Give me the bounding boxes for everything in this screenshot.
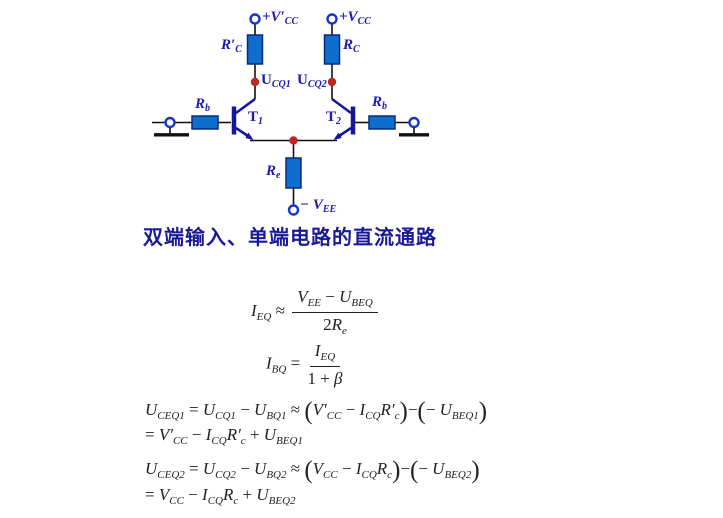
node-ucq1 [250, 77, 260, 87]
resistor-rc-left [246, 34, 264, 65]
label-ucq2: UCQ2 [297, 72, 327, 90]
circuit-diagram [152, 13, 429, 216]
label-re: Re [266, 163, 281, 181]
label-vcc-right: +VCC [339, 9, 371, 27]
label-rc-left: R′C [221, 37, 242, 55]
transistor-t2 [331, 97, 356, 140]
emitter-arrow-t1 [245, 132, 254, 140]
terminal-vcc-right [326, 13, 338, 25]
emitter-arrow-t2 [333, 132, 342, 140]
node-ucq2 [327, 77, 337, 87]
formula-uceq1b: = V′CC − ICQR′c + UBEQ1 [145, 425, 303, 447]
label-vee: − VEE [300, 197, 337, 215]
label-rb-right: Rb [372, 94, 388, 112]
label-ucq1: UCQ1 [261, 72, 291, 90]
terminal-vee [287, 204, 300, 216]
resistor-rb-right [368, 115, 396, 130]
label-vcc-left: +V′CC [262, 9, 299, 27]
resistor-rc-right [323, 34, 341, 65]
resistor-re [285, 157, 302, 189]
formula-uceq1: UCEQ1 = UCQ1 − UBQ1 ≈ (V′CC − ICQR′c)−(−… [145, 398, 488, 425]
formula-uceq2: UCEQ2 = UCQ2 − UBQ2 ≈ (VCC − ICQRc)−(− U… [145, 457, 480, 484]
label-t1: T1 [248, 109, 264, 127]
terminal-vcc-left [249, 13, 261, 25]
label-rc-right: RC [343, 37, 360, 55]
formula-uceq2b: = VCC − ICQRc + UBEQ2 [145, 485, 296, 507]
caption-title: 双端输入、单端电路的直流通路 [143, 225, 437, 249]
transistor-t1 [231, 97, 256, 140]
terminal-input-right [408, 116, 420, 129]
resistor-rb-left [191, 115, 219, 130]
terminal-input-left [164, 116, 176, 129]
label-t2: T2 [326, 109, 342, 127]
wires [152, 23, 418, 206]
label-rb-left: Rb [195, 96, 211, 114]
ground-left [154, 127, 189, 137]
node-emitter-common [289, 136, 298, 145]
